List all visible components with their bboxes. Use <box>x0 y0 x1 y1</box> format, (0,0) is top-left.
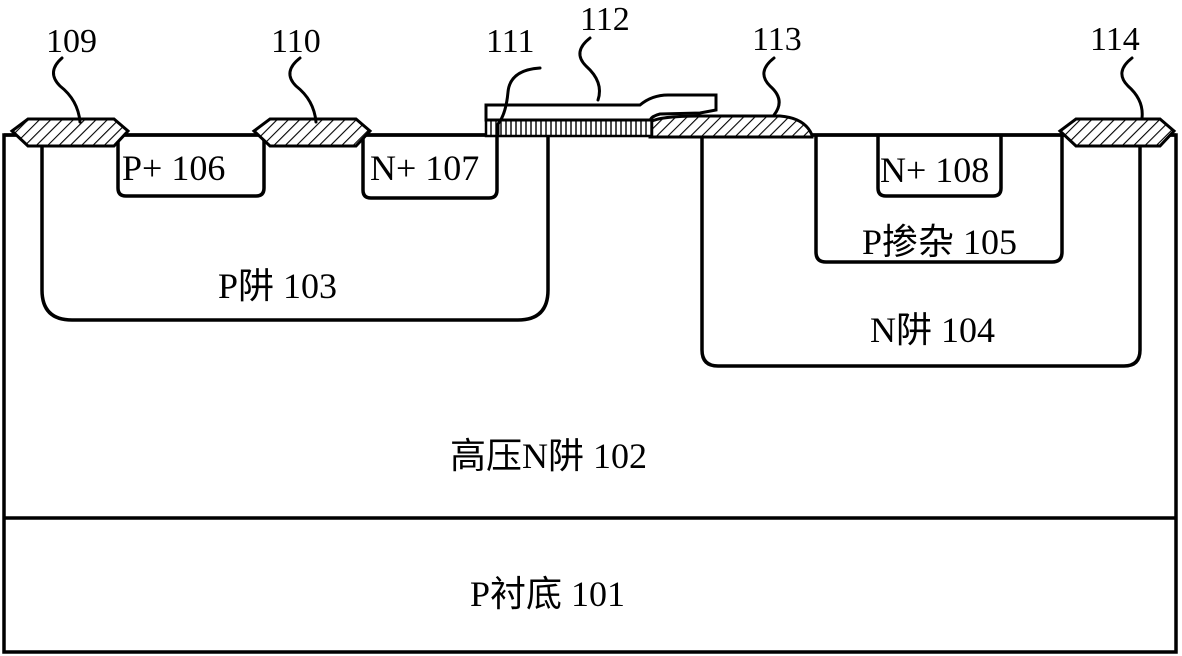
leader-113 <box>764 58 779 115</box>
leader-112 <box>580 38 600 100</box>
label-nplus-107: N+ 107 <box>370 148 479 188</box>
field-oxide-114 <box>1060 119 1174 146</box>
leader-110 <box>290 58 316 122</box>
label-substrate: P衬底 101 <box>470 574 625 614</box>
field-oxide-110 <box>254 119 370 146</box>
label-pplus: P+ 106 <box>122 148 225 188</box>
label-pwell: P阱 103 <box>218 266 337 306</box>
field-oxide-109 <box>12 119 128 146</box>
callout-112: 112 <box>580 1 630 38</box>
leader-114 <box>1122 58 1142 118</box>
label-hv-nwell: 高压N阱 102 <box>450 436 647 476</box>
leader-109 <box>53 58 80 122</box>
callout-111: 111 <box>486 23 534 60</box>
callout-110: 110 <box>271 23 321 60</box>
callout-113: 113 <box>752 21 802 58</box>
gate-oxide-111 <box>486 120 652 136</box>
label-nwell: N阱 104 <box>870 310 995 350</box>
drift-oxide-113 <box>650 116 812 137</box>
label-nplus-108: N+ 108 <box>880 150 989 190</box>
callout-114: 114 <box>1090 21 1140 58</box>
label-pdoped: P掺杂 105 <box>862 222 1017 262</box>
callout-109: 109 <box>46 23 97 60</box>
